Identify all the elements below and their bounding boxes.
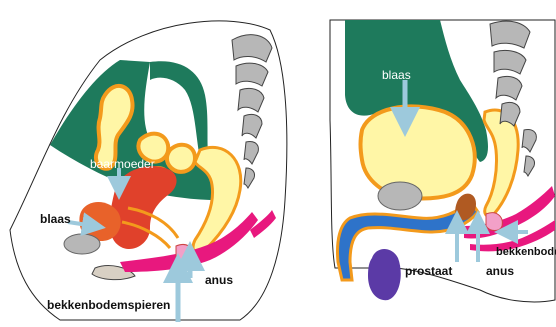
- female-pelvic-floor-label: bekkenbodemspieren: [47, 298, 170, 312]
- male-prostate-label: prostaat: [405, 264, 452, 278]
- male-testis: [368, 249, 401, 300]
- female-anus-label: anus: [205, 273, 233, 287]
- male-bladder: [361, 106, 475, 198]
- female-bladder-label: blaas: [40, 212, 71, 226]
- male-bladder-label: blaas: [382, 68, 411, 82]
- male-pelvis-diagram: [330, 20, 555, 302]
- male-pelvic-floor-label: bekkenbode: [496, 246, 556, 258]
- male-anus-label: anus: [486, 264, 514, 278]
- female-pubic-bone: [64, 234, 100, 254]
- male-pubic-bone: [378, 182, 422, 210]
- female-uterus-label: baarmoeder: [90, 157, 155, 171]
